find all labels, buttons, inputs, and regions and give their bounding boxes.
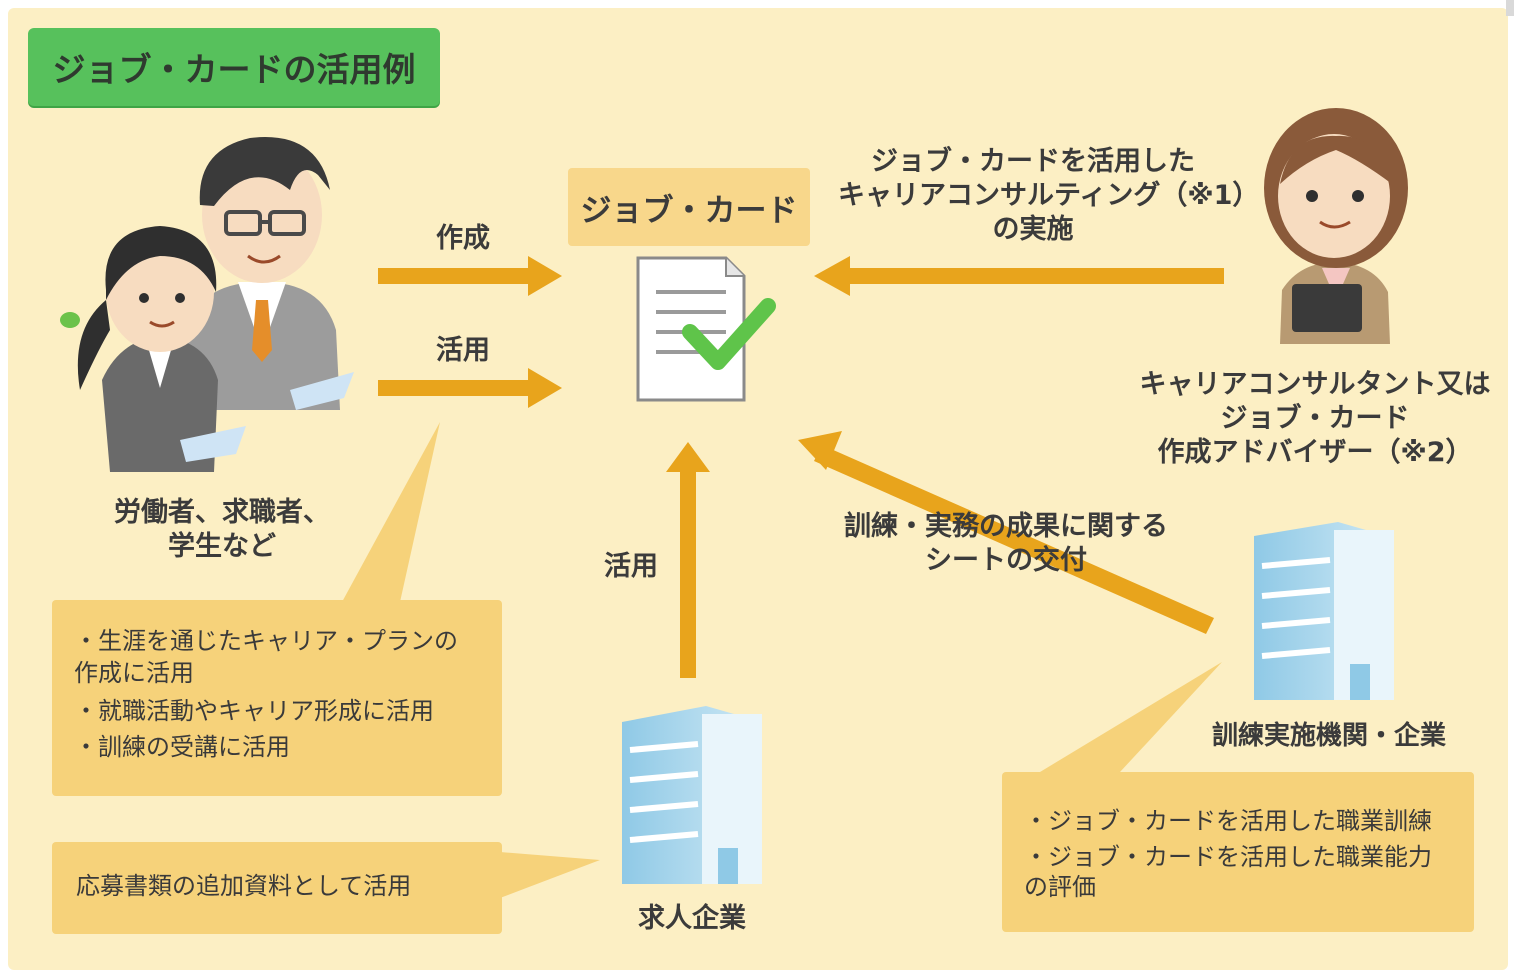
consulting-label-line1: ジョブ・カードを活用した bbox=[871, 146, 1195, 177]
workers-label: 労働者、求職者、 学生など bbox=[92, 496, 352, 564]
arrow-label-use: 活用 bbox=[436, 335, 490, 366]
consulting-label: ジョブ・カードを活用した キャリアコンサルティング（※1） の実施 bbox=[838, 145, 1260, 246]
consultant-label: キャリアコンサルタント又は ジョブ・カード 作成アドバイザー（※2） bbox=[1116, 368, 1514, 469]
worker-use-item-1: ・生涯を通じたキャリア・プランの bbox=[74, 627, 458, 655]
training-sheet-label-line1: 訓練・実務の成果に関する bbox=[844, 511, 1168, 542]
application-use-text: 応募書類の追加資料として活用 bbox=[76, 872, 412, 900]
arrow-create bbox=[378, 256, 562, 296]
page-title: ジョブ・カードの活用例 bbox=[28, 28, 440, 106]
workers-label-line1: 労働者、求職者、 bbox=[114, 497, 330, 528]
consultant-label-line2: ジョブ・カード bbox=[1220, 402, 1410, 434]
building-icon bbox=[1254, 522, 1394, 700]
arrow-label-company-use: 活用 bbox=[604, 551, 658, 582]
worker-uses-box: ・生涯を通じたキャリア・プランの 作成に活用 ・就職活動やキャリア形成に活用 ・… bbox=[52, 600, 502, 796]
training-bubble-tail bbox=[1040, 662, 1222, 772]
training-sheet-label-line2: シートの交付 bbox=[925, 544, 1087, 576]
training-use-item-1: ・ジョブ・カードを活用した職業訓練 bbox=[1024, 807, 1432, 835]
job-card-label-text: ジョブ・カード bbox=[580, 192, 798, 229]
application-use-box: 応募書類の追加資料として活用 bbox=[52, 842, 502, 934]
training-use-item-2-cont: の評価 bbox=[1024, 873, 1096, 901]
arrow-use-top bbox=[378, 368, 562, 408]
training-sheet-label: 訓練・実務の成果に関する シートの交付 bbox=[838, 510, 1174, 578]
training-org-label: 訓練実施機関・企業 bbox=[1211, 721, 1446, 751]
arrow-label-create: 作成 bbox=[436, 223, 490, 254]
consulting-label-line2: キャリアコンサルティング（※1） bbox=[838, 179, 1260, 211]
application-bubble-tail bbox=[500, 852, 600, 898]
consulting-label-line3: の実施 bbox=[992, 213, 1074, 245]
page-title-text: ジョブ・カードの活用例 bbox=[52, 50, 416, 89]
worker-bubble-tail bbox=[342, 422, 440, 602]
man-figure-icon bbox=[186, 137, 354, 410]
training-uses-box: ・ジョブ・カードを活用した職業訓練 ・ジョブ・カードを活用した職業能力 の評価 bbox=[1002, 772, 1474, 932]
workers-label-line2: 学生など bbox=[168, 530, 276, 562]
scrollbar-thumb[interactable] bbox=[1506, 0, 1514, 16]
consultant-figure-icon bbox=[1264, 108, 1408, 344]
consultant-label-line3: 作成アドバイザー（※2） bbox=[1157, 436, 1473, 468]
building-icon bbox=[622, 706, 762, 884]
worker-use-item-2: ・就職活動やキャリア形成に活用 bbox=[74, 697, 434, 725]
consultant-label-line1: キャリアコンサルタント又は bbox=[1139, 369, 1491, 400]
job-card-label: ジョブ・カード bbox=[568, 168, 810, 246]
hiring-company-label: 求人企業 bbox=[638, 903, 746, 934]
training-use-item-2: ・ジョブ・カードを活用した職業能力 bbox=[1024, 843, 1432, 871]
worker-use-item-1-cont: 作成に活用 bbox=[74, 659, 194, 687]
document-check-icon bbox=[636, 256, 776, 402]
worker-use-item-3: ・訓練の受講に活用 bbox=[74, 733, 290, 761]
woman-figure-icon bbox=[60, 226, 246, 472]
arrow-consulting bbox=[814, 256, 1224, 296]
arrow-company bbox=[666, 442, 710, 678]
arrow-training bbox=[798, 431, 1214, 634]
